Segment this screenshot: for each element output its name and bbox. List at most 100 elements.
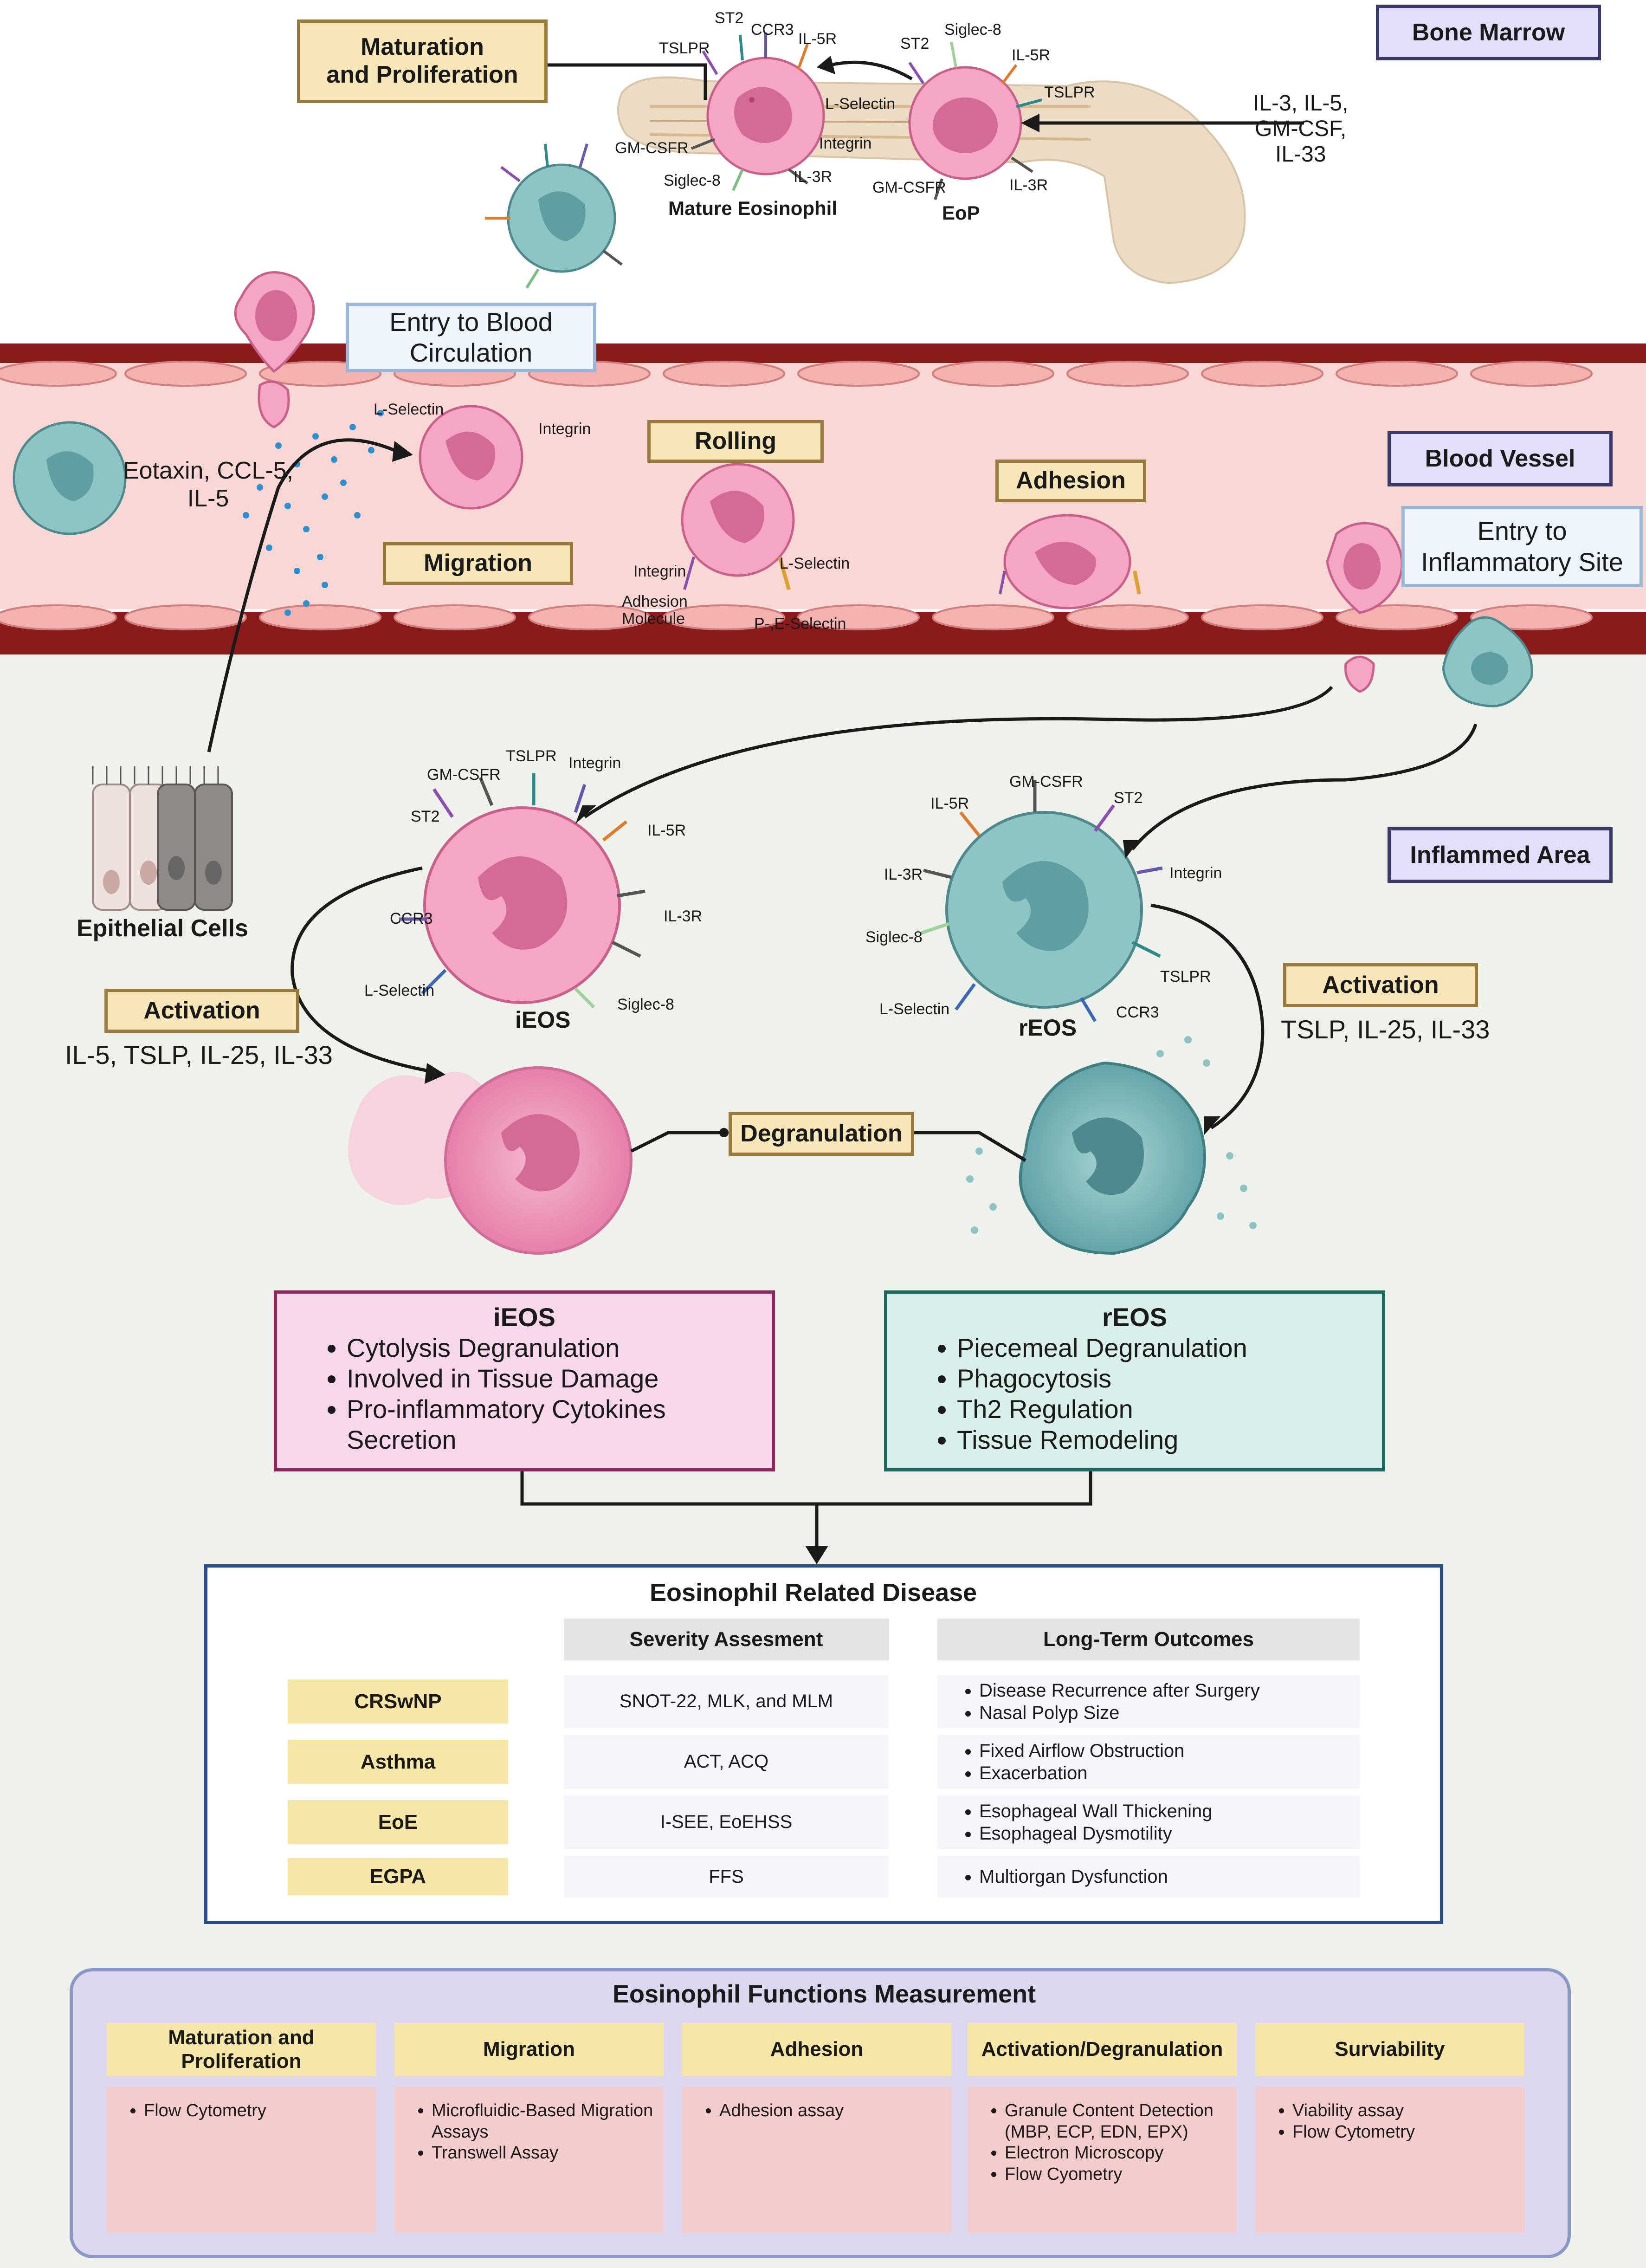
bm-receptor-tslpr: TSLPR	[659, 39, 710, 57]
bm-receptor-il3r: IL-3R	[794, 168, 833, 186]
disease-name-eoe: EoE	[288, 1800, 508, 1844]
bm-receptor-il5r: IL-5R	[798, 30, 837, 48]
ieos-receptor-il5r: IL-5R	[647, 822, 686, 839]
ieos-receptors	[399, 773, 645, 1009]
reos-item-1: Piecemeal Degranulation	[957, 1333, 1373, 1363]
entering-blood-cell	[234, 271, 315, 428]
severity-column-header: Severity Assesment	[564, 1619, 889, 1660]
adhesion-label: Adhesion	[995, 460, 1146, 502]
eop-label: EoP	[942, 202, 980, 224]
reos-receptor-gmcsfr: GM-CSFR	[1009, 773, 1083, 791]
bm-receptor-tslpr-eop: TSLPR	[1044, 84, 1095, 101]
exiting-pink-cell	[1326, 522, 1403, 693]
reos-summary-list: Piecemeal Degranulation Phagocytosis Th2…	[924, 1333, 1373, 1455]
function-item: Microfluidic-Based Migration Assays	[432, 2100, 654, 2143]
severity-eoe: I-SEE, EoEHSS	[564, 1795, 889, 1849]
disease-title: Eosinophil Related Disease	[650, 1579, 977, 1607]
ieos-label: iEOS	[515, 1007, 571, 1033]
ieos-receptor-il3r: IL-3R	[664, 907, 703, 925]
function-body-adhesion: Adhesion assay	[682, 2087, 951, 2233]
entry-blood-circulation-label: Entry to Blood Circulation	[346, 303, 596, 372]
outcome-item: Disease Recurrence after Surgery	[979, 1679, 1260, 1702]
arrowheads	[392, 56, 1220, 1564]
ieos-receptor-siglec8: Siglec-8	[617, 996, 674, 1013]
ieos-item-2: Involved in Tissue Damage	[347, 1363, 762, 1394]
bm-receptor-st2-eop: ST2	[900, 35, 930, 52]
function-item: Flow Cyometry	[1005, 2164, 1227, 2185]
adhesion-eosinophil	[999, 514, 1141, 609]
outcome-item: Exacerbation	[979, 1762, 1184, 1784]
bm-receptor-siglec8-eop: Siglec-8	[944, 21, 1001, 39]
function-body-activation: Granule Content Detection (MBP, ECP, EDN…	[968, 2087, 1237, 2233]
reos-receptor-st2: ST2	[1114, 789, 1143, 807]
epithelial-cells-art	[92, 766, 233, 911]
bone-marrow-teal-cell	[507, 163, 616, 273]
function-head-migration: Migration	[394, 2023, 664, 2076]
bm-receptor-siglec8: Siglec-8	[664, 172, 721, 189]
reos-receptor-l-selectin: L-Selectin	[879, 1000, 950, 1018]
eop-cell	[908, 66, 1022, 180]
ieos-receptor-tslpr: TSLPR	[506, 747, 557, 765]
ieos-summary-title: iEOS	[493, 1302, 555, 1332]
function-item: Viability assay	[1292, 2100, 1515, 2122]
outcomes-asthma: Fixed Airflow ObstructionExacerbation	[937, 1735, 1360, 1788]
function-item: Transwell Assay	[432, 2143, 654, 2164]
severity-egpa: FFS	[564, 1856, 889, 1898]
inflamed-area-label: Inflammed Area	[1388, 827, 1613, 883]
blood-vessel-label: Blood Vessel	[1388, 431, 1613, 486]
bm-receptor-l-selectin: L-Selectin	[825, 95, 896, 113]
reos-item-3: Th2 Regulation	[957, 1394, 1373, 1425]
rolling-l-selectin: L-Selectin	[780, 555, 850, 572]
exiting-teal-cell	[1442, 616, 1533, 707]
outcomes-crswnp: Disease Recurrence after SurgeryNasal Po…	[937, 1675, 1360, 1728]
outcomes-eoe: Esophageal Wall ThickeningEsophageal Dys…	[937, 1795, 1360, 1849]
pe-selectin-text: P-,E-Selectin	[754, 615, 846, 633]
bm-receptor-il5r-eop: IL-5R	[1012, 46, 1051, 64]
bone-marrow-label: Bone Marrow	[1376, 5, 1601, 60]
reos-receptor-il3r: IL-3R	[884, 866, 923, 883]
outcome-item: Esophageal Dysmotility	[979, 1822, 1213, 1845]
function-body-maturation: Flow Cytometry	[107, 2087, 376, 2233]
endothelial-cells-bottom	[0, 604, 1593, 630]
adhesion-molecule-text: Adhesion Molecule	[622, 593, 688, 628]
migration-eosinophil	[419, 405, 523, 510]
function-head-activation: Activation/Degranulation	[968, 2023, 1237, 2076]
disease-name-crswnp: CRSwNP	[288, 1679, 508, 1724]
function-head-adhesion: Adhesion	[682, 2023, 951, 2076]
bm-receptor-il3r-eop: IL-3R	[1009, 176, 1048, 194]
bm-receptor-ccr3: CCR3	[751, 21, 794, 39]
bm-receptor-st2: ST2	[715, 9, 744, 27]
outcome-item: Fixed Airflow Obstruction	[979, 1740, 1184, 1762]
outcomes-egpa: Multiorgan Dysfunction	[937, 1856, 1360, 1898]
vessel-wall-top	[0, 343, 1646, 363]
reos-item-4: Tissue Remodeling	[957, 1425, 1373, 1455]
ieos-summary-box: iEOS Cytolysis Degranulation Involved in…	[274, 1290, 775, 1471]
chemokines-text: Eotaxin, CCL-5, IL-5	[123, 457, 294, 512]
rolling-integrin: Integrin	[633, 563, 686, 580]
degranulation-label: Degranulation	[729, 1112, 914, 1156]
bm-receptor-gmcsfr: GM-CSFR	[615, 139, 689, 157]
disease-name-egpa: EGPA	[288, 1858, 508, 1895]
ieos-receptor-ccr3: CCR3	[390, 910, 433, 927]
reos-label: rEOS	[1019, 1015, 1077, 1041]
outcome-item: Esophageal Wall Thickening	[979, 1800, 1213, 1822]
function-head-maturation: Maturation and Proliferation	[107, 2023, 376, 2076]
function-item: Adhesion assay	[719, 2100, 942, 2122]
bone-marrow-cytokines: IL-3, IL-5, GM-CSF, IL-33	[1253, 91, 1349, 167]
activation-right-cytokines: TSLP, IL-25, IL-33	[1281, 1015, 1490, 1044]
reos-receptors	[920, 780, 1163, 1022]
reos-item-2: Phagocytosis	[957, 1363, 1373, 1394]
activation-right-label: Activation	[1283, 963, 1478, 1007]
function-body-migration: Microfluidic-Based Migration AssaysTrans…	[394, 2087, 664, 2233]
ieos-summary-list: Cytolysis Degranulation Involved in Tiss…	[314, 1333, 762, 1455]
ieos-cell-art	[423, 806, 621, 1004]
function-item: Flow Cytometry	[144, 2100, 367, 2122]
arrows	[207, 60, 1478, 1550]
vessel-l-selectin-top: L-Selectin	[374, 401, 444, 418]
epithelial-cells-label: Epithelial Cells	[77, 915, 248, 942]
rolling-label: Rolling	[647, 420, 824, 463]
functions-title: Eosinophil Functions Measurement	[613, 1980, 1036, 2008]
mature-eosinophil-cell	[706, 57, 825, 175]
function-item: Electron Microscopy	[1005, 2143, 1227, 2164]
